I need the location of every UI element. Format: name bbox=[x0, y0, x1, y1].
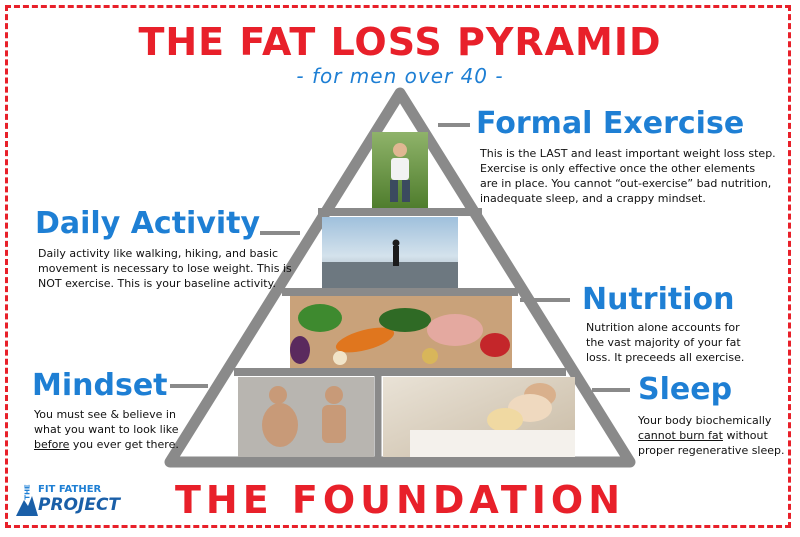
daily-line: Daily activity like walking, hiking, and… bbox=[38, 247, 279, 260]
mindset-heading: Mindset bbox=[32, 368, 168, 403]
beach-walk-image bbox=[322, 217, 458, 288]
sleep-underlined: cannot burn fat bbox=[638, 429, 723, 442]
formal-line: are in place. You cannot “out-exercise” … bbox=[480, 177, 772, 190]
sleep-image bbox=[383, 377, 575, 457]
daily-activity-heading: Daily Activity bbox=[35, 206, 261, 241]
formal-exercise-description: This is the LAST and least important wei… bbox=[480, 146, 785, 206]
logo-the: THE bbox=[23, 484, 32, 500]
fit-father-logo: THE FIT FATHER PROJECT bbox=[14, 482, 134, 518]
sleep-heading: Sleep bbox=[638, 372, 733, 407]
mindset-line: before you ever get there. bbox=[34, 437, 214, 452]
sleep-description: Your body biochemically cannot burn fat … bbox=[638, 413, 788, 458]
mindset-line-rest: you ever get there. bbox=[69, 438, 179, 451]
vegetables-image bbox=[290, 296, 512, 368]
foundation-label: THE FOUNDATION bbox=[175, 478, 625, 522]
daily-line: NOT exercise. This is your baseline acti… bbox=[38, 277, 277, 290]
formal-line: This is the LAST and least important wei… bbox=[480, 147, 776, 160]
dashed-border bbox=[5, 5, 791, 528]
nutrition-heading: Nutrition bbox=[582, 282, 735, 317]
nutrition-line: Nutrition alone accounts for bbox=[586, 321, 740, 334]
runner-image bbox=[372, 132, 428, 208]
sleep-line: Your body biochemically bbox=[638, 414, 772, 427]
formal-line: Exercise is only effective once the othe… bbox=[480, 162, 756, 175]
sleep-line: cannot burn fat without bbox=[638, 428, 788, 443]
page-title: THE FAT LOSS PYRAMID bbox=[138, 20, 662, 64]
mindset-image bbox=[238, 377, 374, 457]
daily-activity-description: Daily activity like walking, hiking, and… bbox=[38, 246, 298, 291]
mindset-underlined: before bbox=[34, 438, 70, 451]
mountain-icon bbox=[16, 496, 38, 516]
logo-line1: FIT FATHER bbox=[38, 484, 102, 495]
sleep-line: proper regenerative sleep. bbox=[638, 444, 785, 457]
mindset-line: You must see & believe in bbox=[34, 408, 176, 421]
mindset-description: You must see & believe in what you want … bbox=[34, 407, 214, 452]
nutrition-line: loss. It preceeds all exercise. bbox=[586, 351, 745, 364]
formal-line: inadequate sleep, and a crappy mindset. bbox=[480, 192, 706, 205]
sleep-line-rest: without bbox=[722, 429, 768, 442]
nutrition-line: the vast majority of your fat bbox=[586, 336, 741, 349]
formal-exercise-heading: Formal Exercise bbox=[476, 106, 745, 141]
pyramid-outline bbox=[164, 87, 636, 468]
page-subtitle: - for men over 40 - bbox=[296, 64, 504, 88]
nutrition-description: Nutrition alone accounts for the vast ma… bbox=[586, 320, 786, 365]
mindset-line: what you want to look like bbox=[34, 423, 179, 436]
daily-line: movement is necessary to lose weight. Th… bbox=[38, 262, 292, 275]
logo-line2: PROJECT bbox=[38, 495, 121, 515]
